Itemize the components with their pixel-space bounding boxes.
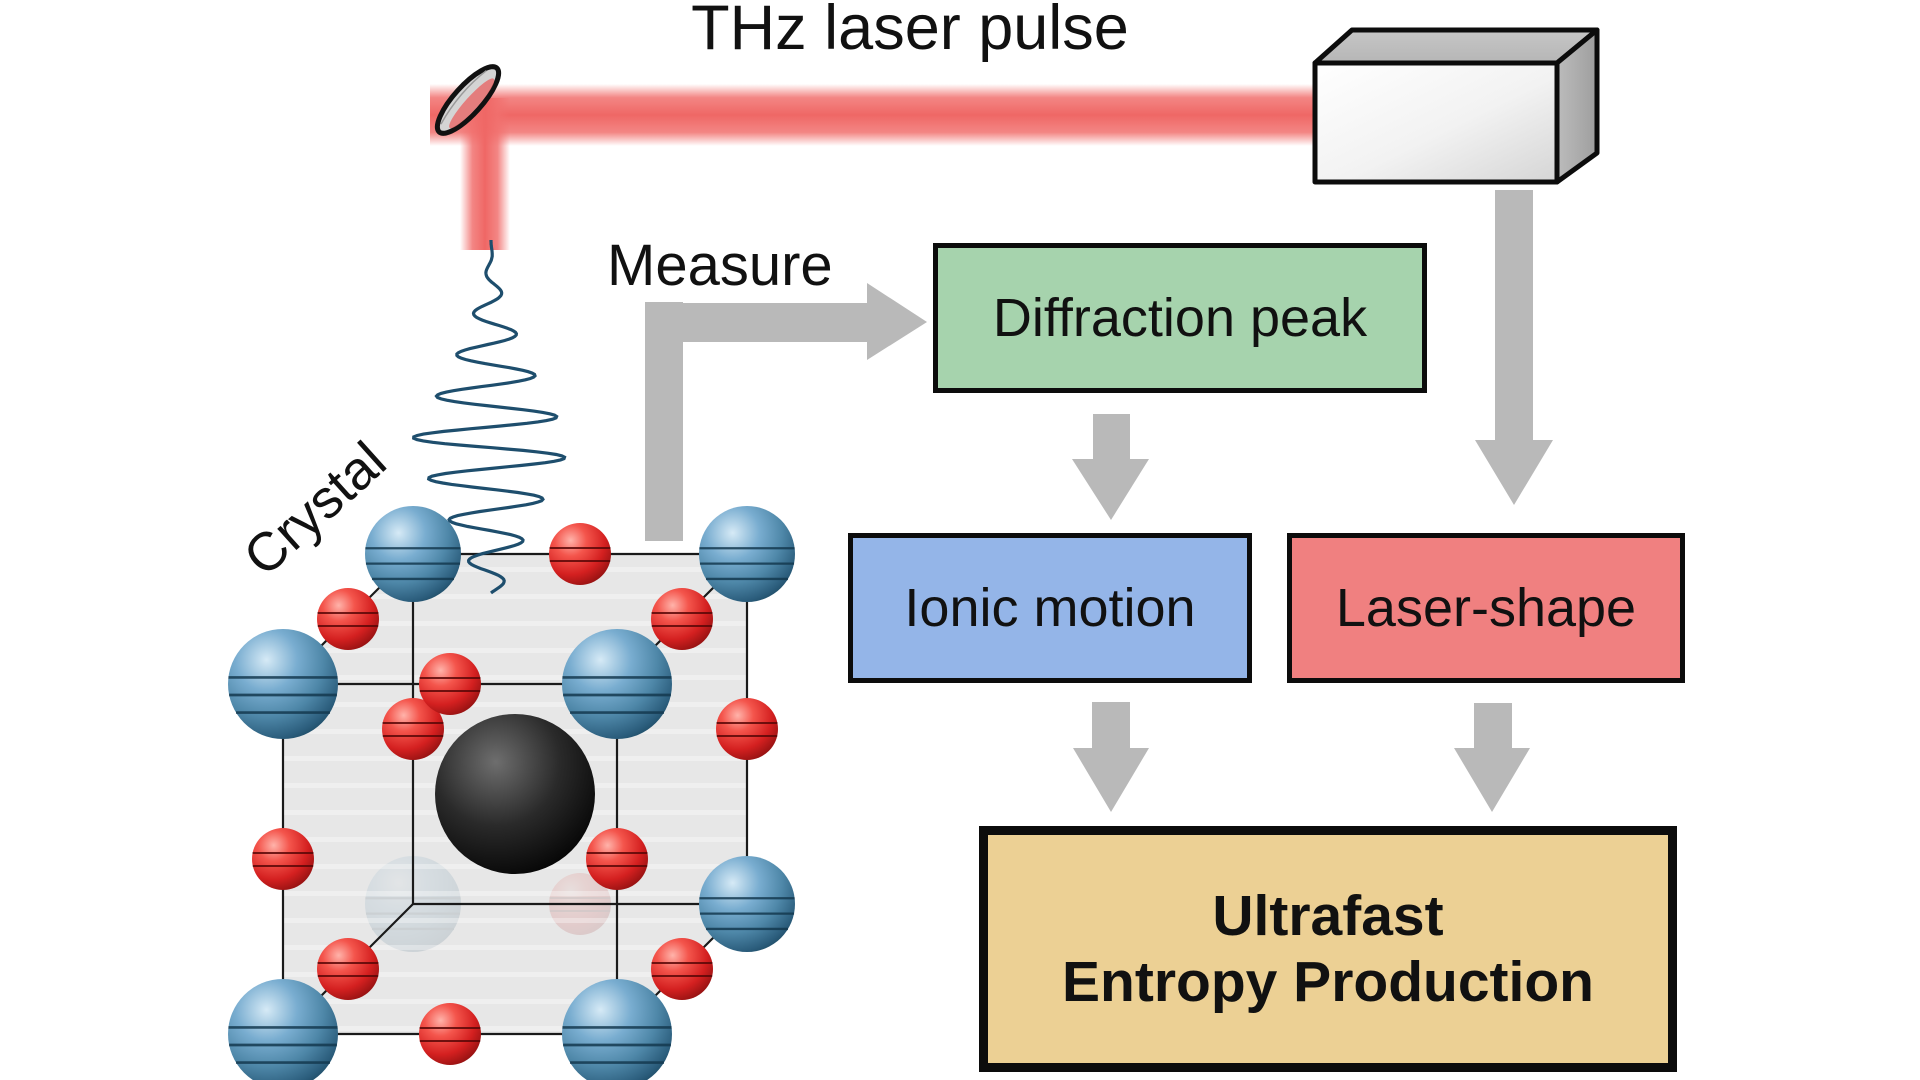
mirror-icon	[434, 64, 502, 136]
diffraction-peak-label: Diffraction peak	[992, 288, 1368, 348]
beam-vertical	[460, 98, 510, 250]
entropy-label-line2: Entropy Production	[1062, 950, 1594, 1014]
title-label: THz laser pulse	[691, 0, 1129, 63]
thz-beam	[430, 84, 1318, 250]
crystal-structure-icon	[226, 504, 797, 1080]
ionic-motion-box: Ionic motion	[848, 533, 1252, 683]
laser-shape-box: Laser-shape	[1287, 533, 1685, 683]
laser-down-arrow	[1475, 190, 1553, 505]
diffraction-to-ionic-arrow	[1072, 414, 1149, 520]
ionic-motion-label: Ionic motion	[904, 578, 1196, 638]
beam-horizontal	[430, 84, 1318, 146]
ionic-to-entropy-arrow	[1073, 702, 1149, 812]
flow-arrows	[645, 190, 1553, 812]
measure-arrow	[645, 283, 927, 541]
entropy-label-line1: Ultrafast	[1212, 883, 1444, 948]
entropy-production-box: Ultrafast Entropy Production	[979, 826, 1677, 1072]
laser-source-icon	[1312, 27, 1600, 185]
black-atom	[435, 714, 595, 874]
measure-label: Measure	[607, 233, 833, 298]
thz-wave-icon	[412, 240, 567, 595]
laser-shape-label: Laser-shape	[1335, 578, 1637, 638]
laser-shape-to-entropy-arrow	[1454, 703, 1530, 812]
diffraction-peak-box: Diffraction peak	[933, 243, 1427, 393]
